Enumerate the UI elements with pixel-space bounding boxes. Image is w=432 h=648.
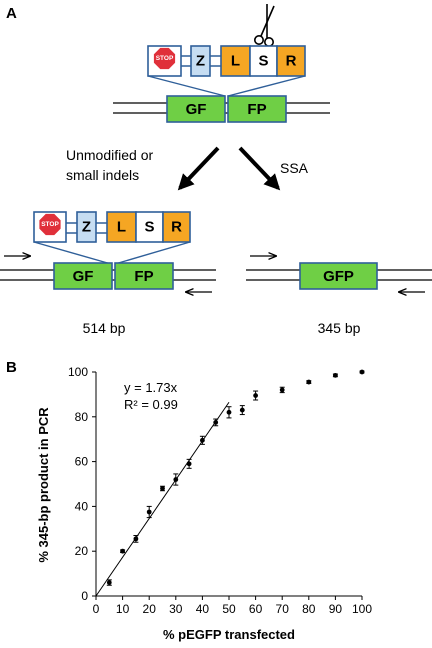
x-tick-label: 50: [222, 602, 236, 616]
data-point: [306, 379, 312, 385]
y-tick-label: 80: [75, 410, 89, 424]
data-point: [226, 409, 232, 415]
gf-box: [53, 262, 113, 290]
connector-line: [227, 75, 306, 97]
z-label: Z: [196, 53, 205, 70]
data-point: [359, 369, 365, 375]
y-tick-label: 40: [75, 499, 89, 513]
x-tick-label: 80: [302, 602, 316, 616]
x-tick-label: 10: [116, 602, 130, 616]
r-label: R: [171, 219, 182, 236]
y-tick-label: 20: [75, 544, 89, 558]
data-point: [173, 477, 179, 482]
r-box: [276, 45, 306, 77]
construct-bottom-right: GFP: [246, 262, 432, 290]
gf-box: [166, 95, 226, 123]
stop-sign-icon: [38, 213, 62, 236]
panel-a-label: A: [6, 5, 17, 22]
fp-box: [227, 95, 287, 123]
construct-bottom-left: GF FP: [0, 262, 216, 290]
y-tick-label: 100: [68, 365, 88, 379]
chart-ticks: 0 10 20 30 40 50 60 70 80 90 100 0 20 40 60 80 100: [68, 365, 372, 616]
cassette-bottom: STOP Z L S R: [33, 211, 191, 243]
branch-label-right: SSA: [280, 160, 309, 176]
x-tick-label: 20: [143, 602, 157, 616]
branch-label-left-2: small indels: [66, 167, 139, 183]
x-tick-label: 40: [196, 602, 210, 616]
data-point: [239, 407, 245, 413]
equation-label: y = 1.73x: [124, 380, 178, 395]
x-tick-label: 90: [329, 602, 343, 616]
r-box: [162, 211, 191, 243]
connector-line: [147, 75, 226, 97]
s-label: S: [258, 53, 268, 70]
connector-line: [114, 241, 191, 265]
data-point: [133, 536, 139, 542]
data-point: [333, 372, 338, 378]
data-point: [186, 461, 192, 467]
data-point: [160, 486, 165, 491]
data-point: [279, 387, 285, 393]
data-point: [213, 420, 219, 425]
gfp-label: GFP: [323, 268, 354, 285]
scissors-icon: [254, 4, 275, 47]
data-point: [146, 509, 152, 515]
z-label: Z: [82, 219, 91, 236]
stop-sign-label: STOP: [41, 221, 59, 228]
stop-sign-label: STOP: [156, 55, 174, 62]
fp-label: FP: [247, 101, 266, 118]
cassette-top: STOP Z L S R: [147, 45, 306, 77]
panel-b-label: B: [6, 359, 17, 376]
scatter-chart: 0 10 20 30 40 50 60 70 80 90 100 0 20 40 60 80 100 y = 1…: [36, 365, 372, 642]
fp-box: [114, 262, 174, 290]
data-points: [106, 369, 365, 586]
x-tick-label: 100: [352, 602, 372, 616]
product-size-right: 345 bp: [318, 320, 361, 336]
data-point: [106, 580, 112, 585]
x-tick-label: 60: [249, 602, 263, 616]
x-tick-label: 0: [93, 602, 100, 616]
branch-label-left-1: Unmodified or: [66, 147, 153, 163]
product-size-left: 514 bp: [83, 320, 126, 336]
gfp-box: [299, 262, 378, 290]
gf-label: GF: [73, 268, 94, 285]
z-box: [190, 45, 211, 77]
data-point: [120, 548, 125, 554]
arrow-left: [177, 146, 220, 191]
s-label: S: [144, 219, 154, 236]
r-squared-label: R² = 0.99: [124, 397, 178, 412]
y-tick-label: 0: [81, 589, 88, 603]
stop-sign-icon: [153, 47, 176, 70]
x-tick-label: 70: [276, 602, 290, 616]
l-box: [106, 211, 137, 243]
y-tick-label: 60: [75, 455, 89, 469]
construct-top: GF FP: [113, 95, 330, 123]
fit-line-group: [95, 401, 230, 597]
l-label: L: [231, 53, 240, 70]
fit-line: [95, 401, 230, 597]
data-point: [200, 437, 205, 443]
fp-label: FP: [134, 268, 153, 285]
gf-label: GF: [186, 101, 207, 118]
r-label: R: [286, 53, 297, 70]
data-point: [253, 393, 258, 398]
l-label: L: [117, 219, 126, 236]
y-axis-title: % 345-bp product in PCR: [36, 407, 51, 563]
arrow-right: [238, 146, 281, 191]
connector-line: [33, 241, 112, 265]
z-box: [76, 211, 97, 243]
x-axis-title: % pEGFP transfected: [163, 627, 295, 642]
x-tick-label: 30: [169, 602, 183, 616]
